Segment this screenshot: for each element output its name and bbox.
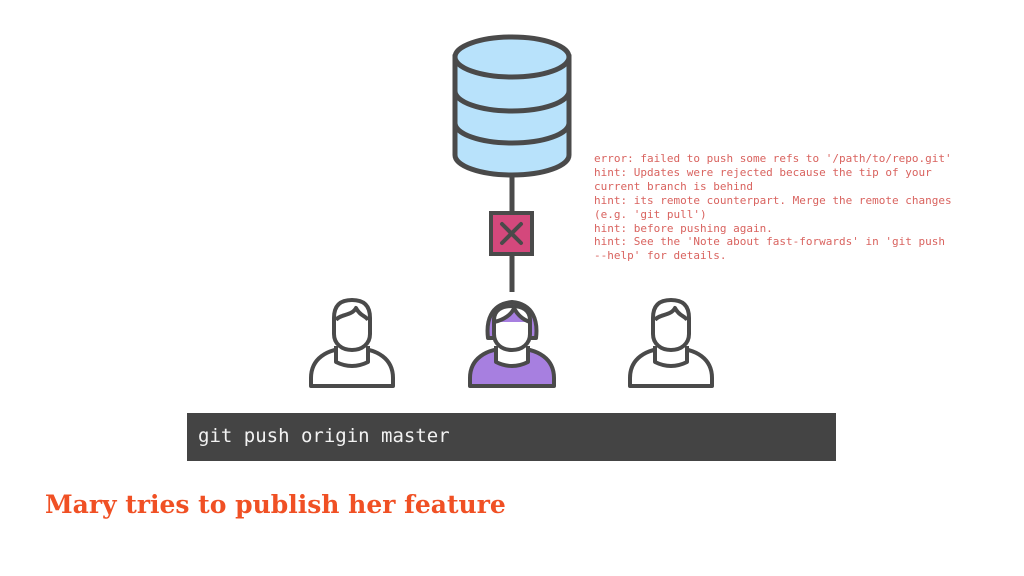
person-icon <box>628 298 714 388</box>
x-box-icon <box>489 211 534 256</box>
push-error-message: error: failed to push some refs to '/pat… <box>594 152 952 263</box>
person-icon <box>309 298 395 388</box>
database-icon <box>452 34 572 178</box>
slide-caption: Mary tries to publish her feature <box>45 490 506 519</box>
terminal-bar: git push origin master <box>187 413 836 461</box>
push-diagram <box>309 34 714 388</box>
person-icon-mary <box>468 300 556 388</box>
terminal-command: git push origin master <box>198 425 450 447</box>
